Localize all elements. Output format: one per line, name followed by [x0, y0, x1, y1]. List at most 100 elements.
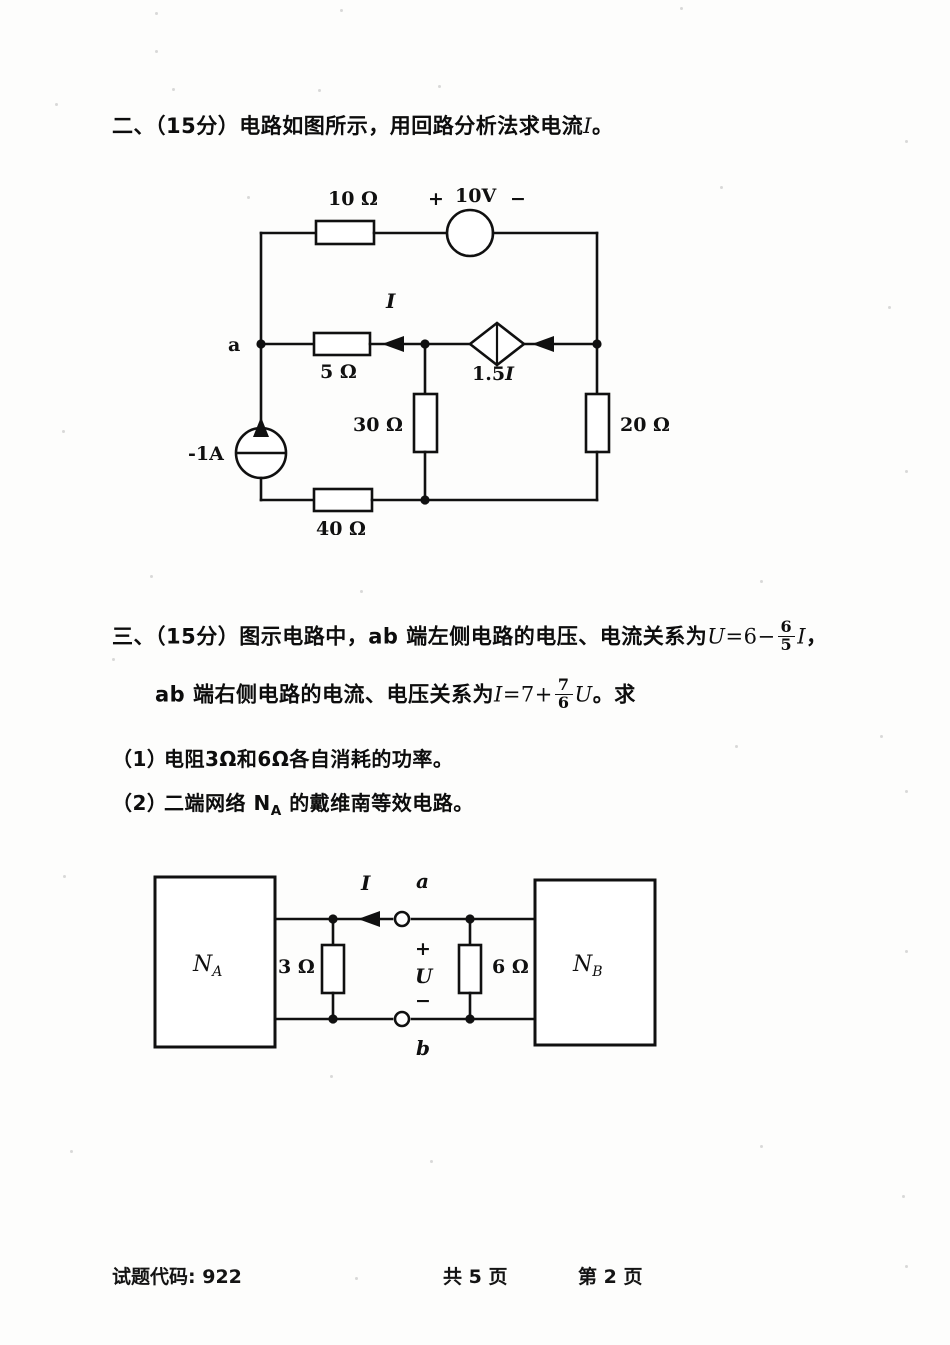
q3-text-line2: ab 端右侧电路的电流、电压关系为 [155, 682, 495, 707]
scan-speck [905, 140, 908, 143]
node-dot-mid-top [420, 339, 430, 349]
q3-eq1-comma: ， [805, 624, 828, 649]
junction-dots [256, 339, 602, 505]
sub2-text-b: 的戴维南等效电路。 [281, 791, 474, 815]
q3-eq2-tail: 。求 [592, 682, 636, 707]
arrowheads [253, 336, 554, 437]
q3-eq2-const: 7 [520, 682, 535, 707]
q3-number: 三、 [112, 624, 155, 649]
sub1-number: （1） [112, 747, 168, 771]
scan-speck [430, 1160, 433, 1163]
exam-code-value: 922 [202, 1266, 242, 1288]
scan-speck [735, 745, 738, 748]
scan-speck [438, 85, 441, 88]
scan-speck [155, 12, 158, 15]
scan-speck [905, 950, 908, 953]
fraction-denominator: 6 [554, 693, 573, 712]
scan-speck [247, 196, 250, 199]
label-terminal-b: b [416, 1036, 430, 1060]
label-resistor-20ohm: 20 Ω [620, 414, 670, 436]
footer-exam-code: 试题代码: 922 [112, 1262, 242, 1289]
scan-speck [760, 1145, 763, 1148]
sub2-text-a: 二端网络 N [164, 791, 271, 815]
label-network-na: NA [192, 952, 222, 980]
label-resistor-3ohm: 3 Ω [278, 956, 315, 978]
label-terminal-a: a [416, 869, 429, 893]
q3-eq1-operator: − [757, 624, 776, 649]
voltage-source-10v-circle [445, 208, 495, 258]
label-current-I-2: I [360, 871, 371, 895]
scan-speck [360, 590, 363, 593]
question-3-sub-item-2: （2）二端网络 NA 的戴维南等效电路。 [112, 787, 474, 819]
resistor-20ohm-body [584, 392, 611, 454]
label-node-a: a [228, 334, 240, 356]
fraction-numerator: 6 [780, 617, 793, 636]
q3-eq1-equals: = [725, 624, 744, 649]
scan-speck [340, 9, 343, 12]
scan-speck [905, 790, 908, 793]
scan-speck [680, 7, 683, 10]
resistor-10ohm-body [314, 219, 376, 246]
network-block-na-box [153, 875, 277, 1049]
node-dot-r3-bottom [328, 1014, 338, 1024]
q3-eq2-var: U [574, 682, 593, 707]
arrow-current-I [382, 336, 404, 352]
q3-eq2-equals: = [502, 682, 521, 707]
scan-speck [905, 470, 908, 473]
resistor-6ohm-body [457, 943, 483, 995]
resistor-3ohm-body [320, 943, 346, 995]
node-dot-r6-bottom [465, 1014, 475, 1024]
node-dot-mid-bottom [420, 495, 430, 505]
resistor-5ohm-body [312, 331, 372, 357]
scan-speck [888, 306, 891, 309]
label-voltage-U: U [415, 964, 434, 988]
fraction-numerator: 7 [557, 675, 570, 694]
scan-speck [150, 575, 153, 578]
q2-marks: （15分） [155, 114, 240, 138]
fraction-denominator: 5 [777, 635, 796, 654]
label-resistor-30ohm: 30 Ω [353, 414, 403, 436]
scan-speck [330, 1075, 333, 1078]
node-dot-right-top [592, 339, 602, 349]
footer-total-pages: 共 5 页 [443, 1266, 508, 1288]
label-current-source: -1A [188, 443, 224, 465]
scan-speck [62, 430, 65, 433]
node-dot-r6-top [465, 914, 475, 924]
label-source-minus: − [510, 188, 526, 210]
footer-current-page: 第 2 页 [578, 1266, 643, 1288]
label-source-plus: + [428, 188, 444, 210]
label-resistor-6ohm: 6 Ω [492, 956, 529, 978]
q2-number: 二、 [112, 114, 155, 138]
label-voltage-source-10v: 10V [455, 185, 497, 207]
scan-speck [55, 103, 58, 106]
circuit-diagram-2-svg: NA NB 3 Ω 6 Ω I a b + U − [153, 869, 657, 1060]
node-dot-r3-top [328, 914, 338, 924]
network-block-nb-box [533, 878, 657, 1047]
scan-speck [63, 875, 66, 878]
q3-eq1-lhs: U [707, 624, 726, 649]
q2-text: 电路如图所示，用回路分析法求电流 [239, 114, 584, 138]
arrow-current-source-up [253, 417, 269, 437]
sub2-number: （2） [112, 791, 168, 815]
scan-speck [905, 1265, 908, 1268]
scan-speck [902, 1195, 905, 1198]
resistor-30ohm-body [412, 392, 439, 454]
question-2-heading: 二、（15分）电路如图所示，用回路分析法求电流I。 [112, 110, 614, 140]
terminal-b-circle [393, 1010, 411, 1028]
q3-eq2-lhs: I [494, 682, 503, 707]
q2-period: 。 [592, 114, 614, 138]
label-resistor-10ohm: 10 Ω [328, 188, 378, 210]
exam-code-label: 试题代码: [112, 1266, 196, 1288]
sub2-subscript: A [270, 803, 282, 819]
scan-speck [880, 735, 883, 738]
sub1-text: 电阻3Ω和6Ω各自消耗的功率。 [164, 747, 454, 771]
scan-speck [172, 88, 175, 91]
label-resistor-5ohm: 5 Ω [320, 361, 357, 383]
label-polarity-plus: + [415, 938, 431, 960]
figure-two-port-network-circuit: NA NB 3 Ω 6 Ω I a b + U − [130, 855, 690, 1074]
terminal-a-circle [393, 910, 411, 928]
